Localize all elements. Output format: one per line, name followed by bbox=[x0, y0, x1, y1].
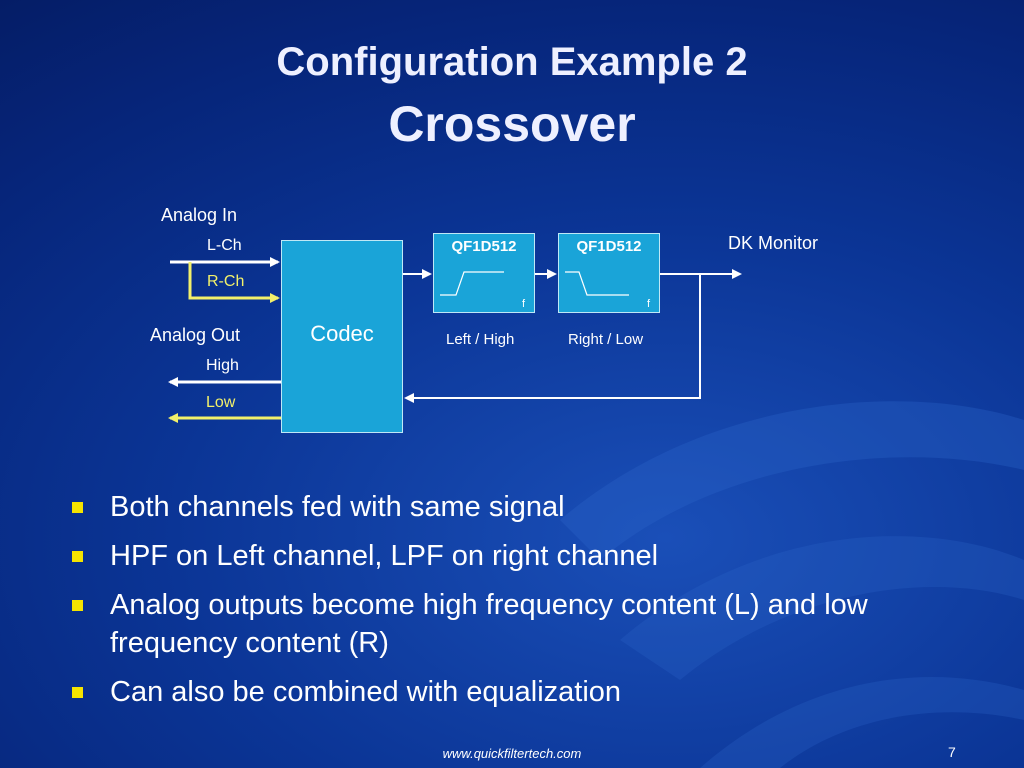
bullet-text: Analog outputs become high frequency con… bbox=[110, 589, 868, 659]
rch-label: R-Ch bbox=[207, 273, 245, 290]
highpass-response-icon bbox=[440, 271, 504, 296]
codec-block: Codec bbox=[281, 240, 403, 433]
filter2-caption: Right / Low bbox=[568, 331, 644, 348]
filter2-block: QF1D512 f bbox=[558, 233, 660, 313]
lch-label: L-Ch bbox=[207, 237, 242, 254]
bullet-text: HPF on Left channel, LPF on right channe… bbox=[110, 540, 659, 572]
bullet-item: Both channels fed with same signal bbox=[72, 488, 972, 526]
feedback-wire bbox=[404, 274, 701, 403]
bullet-text: Can also be combined with equalization bbox=[110, 676, 622, 708]
filter1-title: QF1D512 bbox=[451, 238, 517, 255]
analog-out-label: Analog Out bbox=[150, 325, 241, 345]
filter1-block: QF1D512 f bbox=[433, 233, 535, 313]
filter1-axis-label: f bbox=[522, 298, 526, 310]
analog-in-label: Analog In bbox=[161, 205, 238, 225]
high-label: High bbox=[206, 357, 239, 374]
lowpass-response-icon bbox=[565, 271, 629, 296]
dk-monitor-label: DK Monitor bbox=[728, 233, 819, 253]
rch-input-wire bbox=[188, 262, 280, 303]
bullet-square-icon bbox=[72, 687, 83, 698]
bullet-item: HPF on Left channel, LPF on right channe… bbox=[72, 537, 972, 575]
footer-url[interactable]: www.quickfiltertech.com bbox=[442, 746, 582, 761]
bullet-square-icon bbox=[72, 600, 83, 611]
page-number: 7 bbox=[948, 744, 956, 760]
codec-label: Codec bbox=[310, 321, 374, 346]
slide-title: Configuration Example 2 bbox=[276, 40, 748, 84]
bullet-item: Can also be combined with equalization bbox=[72, 673, 972, 711]
bullet-text: Both channels fed with same signal bbox=[110, 491, 565, 523]
low-label: Low bbox=[206, 394, 236, 411]
bullet-list: Both channels fed with same signal HPF o… bbox=[72, 488, 972, 722]
bullet-square-icon bbox=[72, 551, 83, 562]
filter1-caption: Left / High bbox=[446, 331, 515, 348]
filter2-title: QF1D512 bbox=[576, 238, 642, 255]
slide-subtitle: Crossover bbox=[388, 96, 636, 152]
bullet-square-icon bbox=[72, 502, 83, 513]
bullet-item: Analog outputs become high frequency con… bbox=[72, 586, 972, 662]
filter2-axis-label: f bbox=[647, 298, 651, 310]
